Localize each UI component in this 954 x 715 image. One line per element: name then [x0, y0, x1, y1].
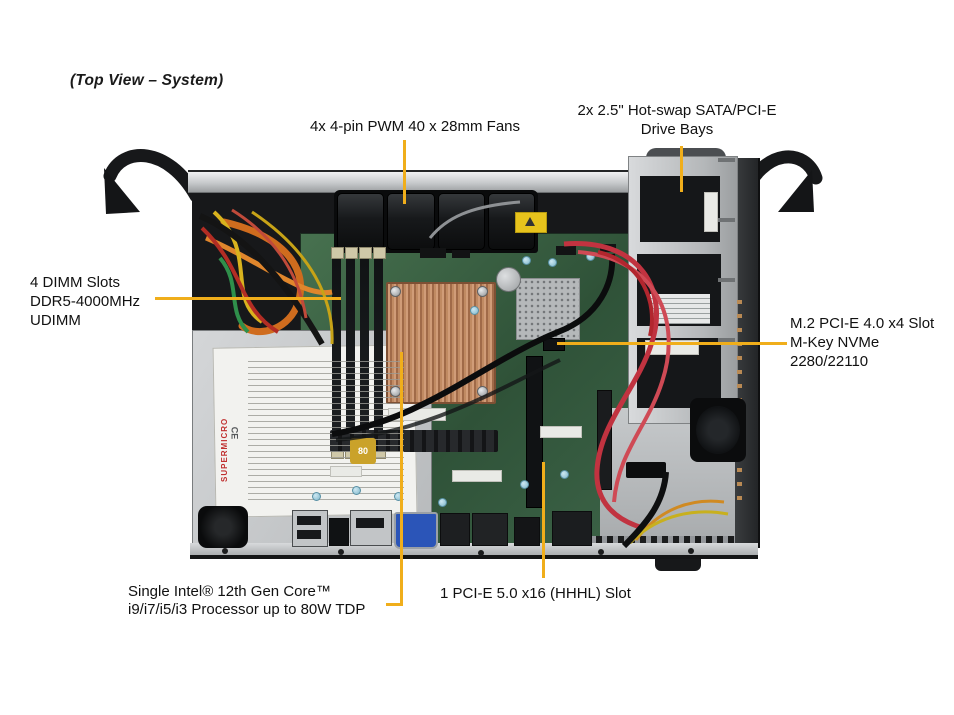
left-ear-handle-icon: [103, 149, 203, 203]
capacitor: [560, 470, 569, 479]
fan-module-1: [337, 193, 385, 250]
fan-module-3: [437, 193, 485, 250]
label-cpu-line: i9/i7/i5/i3 Processor up to 80W TDP: [128, 601, 366, 618]
leader-line-m2: [557, 342, 787, 345]
label-fans-line: 4x 4-pin PWM 40 x 28mm Fans: [309, 118, 521, 135]
left-ear-flange: [104, 168, 140, 214]
exhaust-fan-icon: [690, 398, 746, 462]
label-dimm: 4 DIMM Slots DDR5-4000MHz UDIMM: [30, 273, 200, 330]
usb-port-slot: [297, 530, 321, 539]
rim-screw: [338, 549, 344, 555]
leader-line-pcie: [542, 462, 545, 578]
psu-brand-text: SUPERMICRO: [220, 417, 229, 482]
psu-fan-icon: [198, 506, 248, 548]
sata-connector: [626, 462, 666, 478]
capacitor: [522, 256, 531, 265]
capacitor: [548, 258, 557, 267]
label-dimm-line: 4 DIMM Slots: [30, 274, 121, 291]
io-port-dark: [329, 518, 349, 546]
label-drive-bays-line: 2x 2.5" Hot-swap SATA/PCI-E: [577, 102, 777, 119]
io-port-4: [552, 511, 592, 546]
chipset-heatsink: [516, 278, 580, 340]
fan-header-2: [452, 250, 470, 258]
riser-slot: [597, 390, 612, 490]
label-drive-bays-line: Drive Bays: [640, 121, 714, 138]
right-ear-flange: [778, 170, 814, 212]
capacitor: [352, 486, 361, 495]
label-m2-line: M-Key NVMe: [790, 334, 880, 351]
leader-line-cpu: [400, 352, 403, 606]
cage-rail: [718, 158, 735, 420]
psu-label-fine-print: [248, 356, 404, 504]
psu-80plus-badge: 80: [350, 438, 376, 464]
board-sticker-4: [330, 466, 362, 477]
label-cpu: Single Intel® 12th Gen Core™ i9/i7/i5/i3…: [128, 583, 398, 619]
capacitor: [312, 492, 321, 501]
board-sticker-2: [540, 426, 582, 438]
board-header-1: [556, 246, 576, 255]
leader-line-cpu-elbow: [386, 603, 403, 606]
drive-label: [650, 294, 710, 324]
cmos-battery: [496, 267, 521, 292]
capacitor: [470, 306, 479, 315]
label-fans: 4x 4-pin PWM 40 x 28mm Fans: [270, 117, 560, 136]
io-port-3: [514, 517, 540, 546]
leader-line-fans: [403, 140, 406, 204]
label-m2-line: M.2 PCI-E 4.0 x4 Slot: [790, 315, 935, 332]
rim-screw: [598, 549, 604, 555]
board-sticker-1: [388, 408, 446, 421]
drive-sticker-1: [704, 192, 718, 232]
rim-screw: [222, 548, 228, 554]
warning-sticker-icon: [515, 212, 547, 233]
heatsink-screw-2: [477, 286, 488, 297]
io-port-2: [472, 513, 508, 546]
board-header-2: [600, 244, 616, 252]
label-drive-bays: 2x 2.5" Hot-swap SATA/PCI-E Drive Bays: [527, 101, 827, 139]
rim-screw: [478, 550, 484, 556]
fan-header-1: [420, 248, 446, 258]
fan-module-2: [387, 193, 435, 250]
label-pcie-line: 1 PCI-E 5.0 x16 (HHHL) Slot: [440, 585, 631, 602]
leader-line-drive-bays: [680, 146, 683, 192]
figure-title: (Top View – System): [70, 72, 224, 89]
label-m2: M.2 PCI-E 4.0 x4 Slot M-Key NVMe 2280/22…: [790, 314, 954, 371]
capacitor: [586, 252, 595, 261]
label-cpu-line: Single Intel® 12th Gen Core™: [128, 583, 331, 600]
psu-cert-mark: CE: [229, 426, 240, 440]
heatsink-screw-1: [390, 286, 401, 297]
board-sticker-3: [452, 470, 502, 482]
label-m2-line: 2280/22110: [790, 353, 869, 370]
chassis-rear-rim: [190, 543, 758, 559]
chassis-rear-tab: [655, 555, 701, 571]
lan-port-slot: [356, 518, 384, 528]
lan-port-stack: [350, 510, 392, 546]
usb-port-slot: [297, 516, 321, 525]
capacitor: [438, 498, 447, 507]
label-dimm-line: DDR5-4000MHz: [30, 293, 141, 310]
capacitor: [520, 480, 529, 489]
heatsink-screw-4: [477, 386, 488, 397]
io-port-1: [440, 513, 470, 546]
system-fan-assembly: [334, 190, 538, 253]
label-dimm-line: UDIMM: [30, 312, 81, 329]
rim-screw: [688, 548, 694, 554]
label-pcie: 1 PCI-E 5.0 x16 (HHHL) Slot: [440, 584, 690, 603]
